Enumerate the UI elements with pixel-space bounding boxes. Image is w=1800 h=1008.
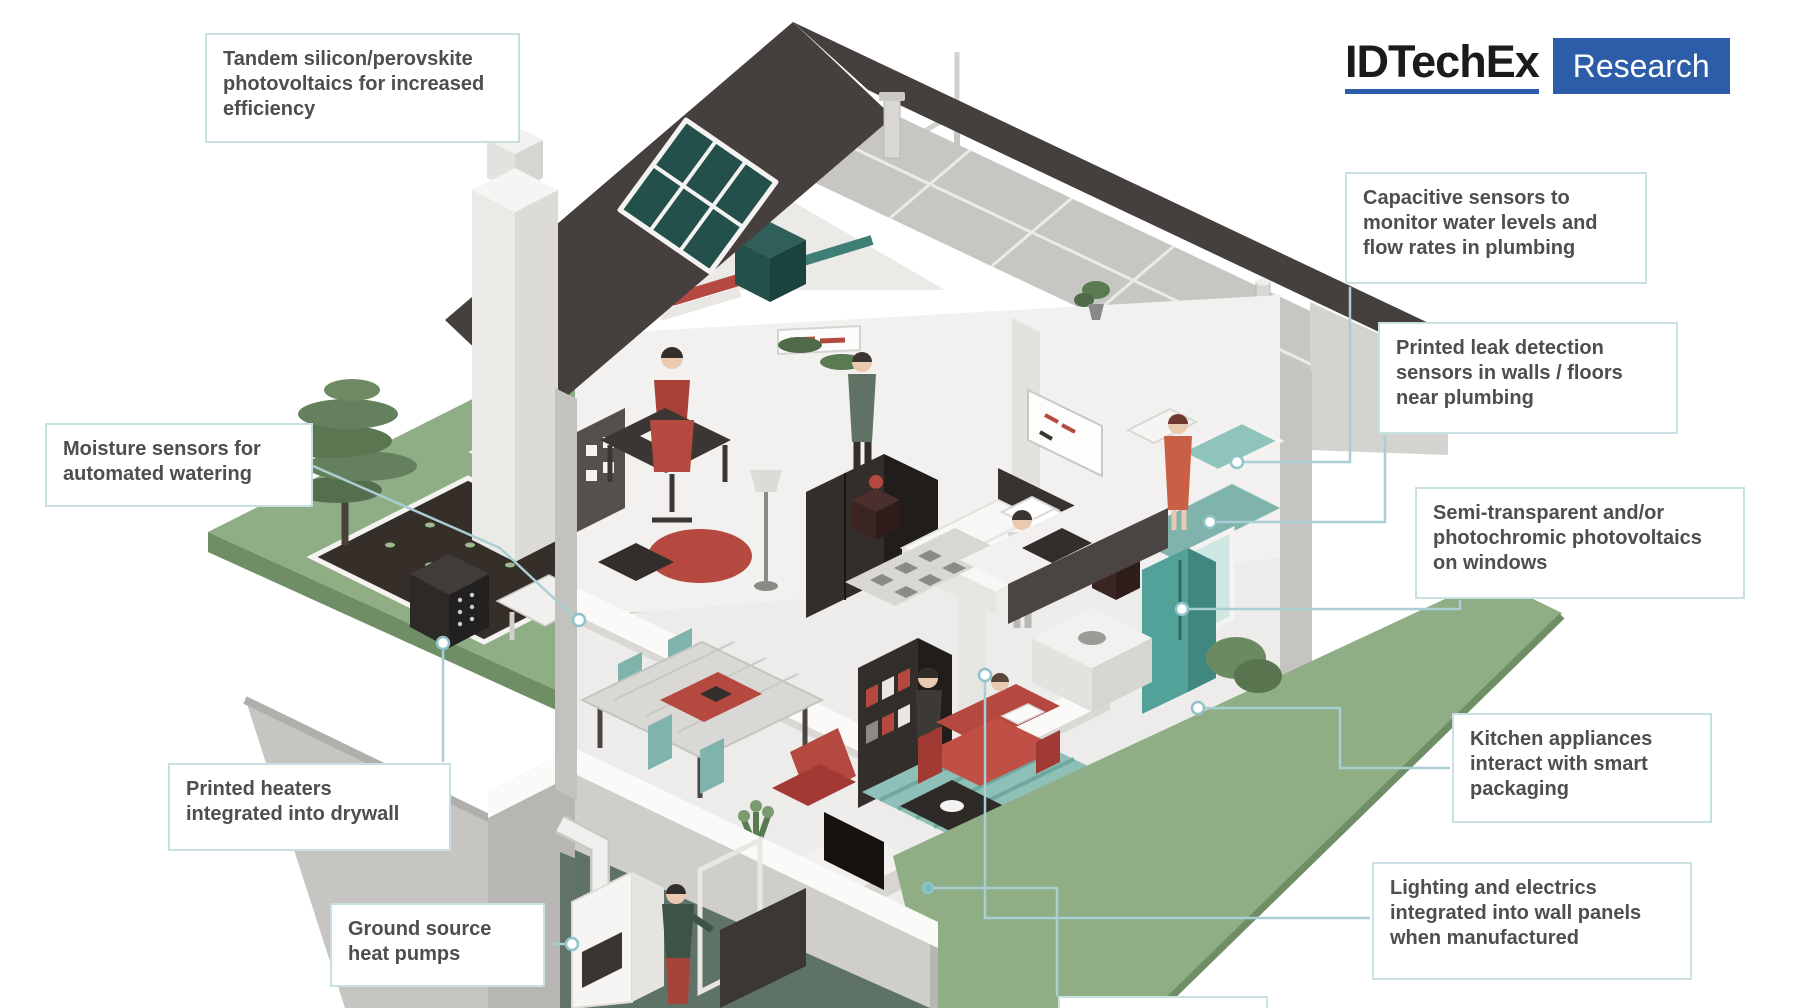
leader-nodes	[435, 454, 1245, 952]
dining-table	[579, 640, 825, 798]
lawn-right	[893, 578, 1565, 1008]
leader-moisture	[312, 464, 575, 618]
callout-cutoff-bottom	[1058, 996, 1268, 1008]
heat-recovery-unit	[735, 222, 806, 302]
node-semi	[1174, 601, 1190, 617]
basement-person	[662, 884, 714, 1004]
node-lighting	[977, 667, 993, 683]
stove	[1022, 528, 1092, 563]
floor-lamp	[750, 470, 782, 591]
red-armchair	[772, 728, 856, 806]
red-sofa	[918, 673, 1060, 786]
home-office	[577, 324, 861, 591]
red-round-rug	[648, 529, 752, 583]
boiler-pipe	[555, 815, 610, 900]
nightstand-left	[852, 475, 900, 540]
outdoor-heat-pump-unit	[410, 554, 489, 648]
node-ground	[564, 936, 580, 952]
kitchen-island	[1032, 608, 1152, 712]
house-left-wall-edge	[555, 388, 577, 800]
leader-kitchen	[1198, 706, 1450, 770]
node-heaters	[435, 635, 451, 651]
callout-capacitive-sensors: Capacitive sensors to monitor water leve…	[1345, 172, 1647, 284]
office-chair	[650, 420, 694, 523]
bedroom-person-back	[848, 352, 876, 472]
leader-capacitive	[1237, 287, 1352, 464]
roof-chimney-pipe	[879, 92, 905, 159]
logo-underline	[1345, 89, 1539, 94]
kitchen	[845, 484, 1216, 714]
leader-lighting	[983, 675, 1370, 920]
callout-leak-detection: Printed leak detection sensors in walls …	[1378, 322, 1678, 434]
callout-moisture-sensors: Moisture sensors for automated watering	[45, 423, 313, 507]
roof-right-plane	[793, 22, 1512, 395]
chimney	[472, 126, 558, 562]
bathroom-person	[1164, 414, 1192, 530]
bathtub	[1175, 419, 1285, 474]
idtechex-logo: IDTechEx Research	[1345, 38, 1730, 94]
leader-semi	[1182, 600, 1462, 611]
leader-leak	[1210, 435, 1387, 524]
node-moisture	[571, 612, 587, 628]
node-bottom	[921, 881, 935, 895]
solar-panel	[617, 117, 779, 275]
callout-lighting-electrics: Lighting and electrics integrated into w…	[1372, 862, 1692, 980]
living-room	[772, 638, 1092, 912]
logo-brand-text: IDTechEx	[1345, 36, 1540, 87]
side-table	[598, 543, 674, 581]
callout-semi-transparent-pv: Semi-transparent and/or photochromic pho…	[1415, 487, 1745, 599]
tv-screen	[824, 812, 884, 890]
node-kitchen	[1190, 700, 1206, 716]
logo-research-badge: Research	[1552, 38, 1730, 94]
boiler	[571, 870, 664, 1008]
callout-printed-heaters: Printed heaters integrated into drywall	[168, 763, 451, 851]
kitchen-checker-floor	[845, 528, 1005, 606]
callout-ground-source: Ground source heat pumps	[330, 903, 545, 987]
basement-dark-panel	[720, 888, 806, 1008]
leader-lines	[312, 287, 1462, 996]
basement	[488, 748, 938, 1008]
kitchen-counter-front	[1008, 508, 1168, 624]
bedroom-picture-frame	[1027, 388, 1103, 478]
node-capacitive	[1229, 454, 1245, 470]
callout-tandem-pv: Tandem silicon/perovskite photovoltaics …	[205, 33, 520, 143]
callout-kitchen-appliances: Kitchen appliances interact with smart p…	[1452, 713, 1712, 823]
potted-plant-upper	[1074, 281, 1110, 320]
node-leak	[1202, 514, 1218, 530]
leader-bottom	[928, 886, 1059, 996]
